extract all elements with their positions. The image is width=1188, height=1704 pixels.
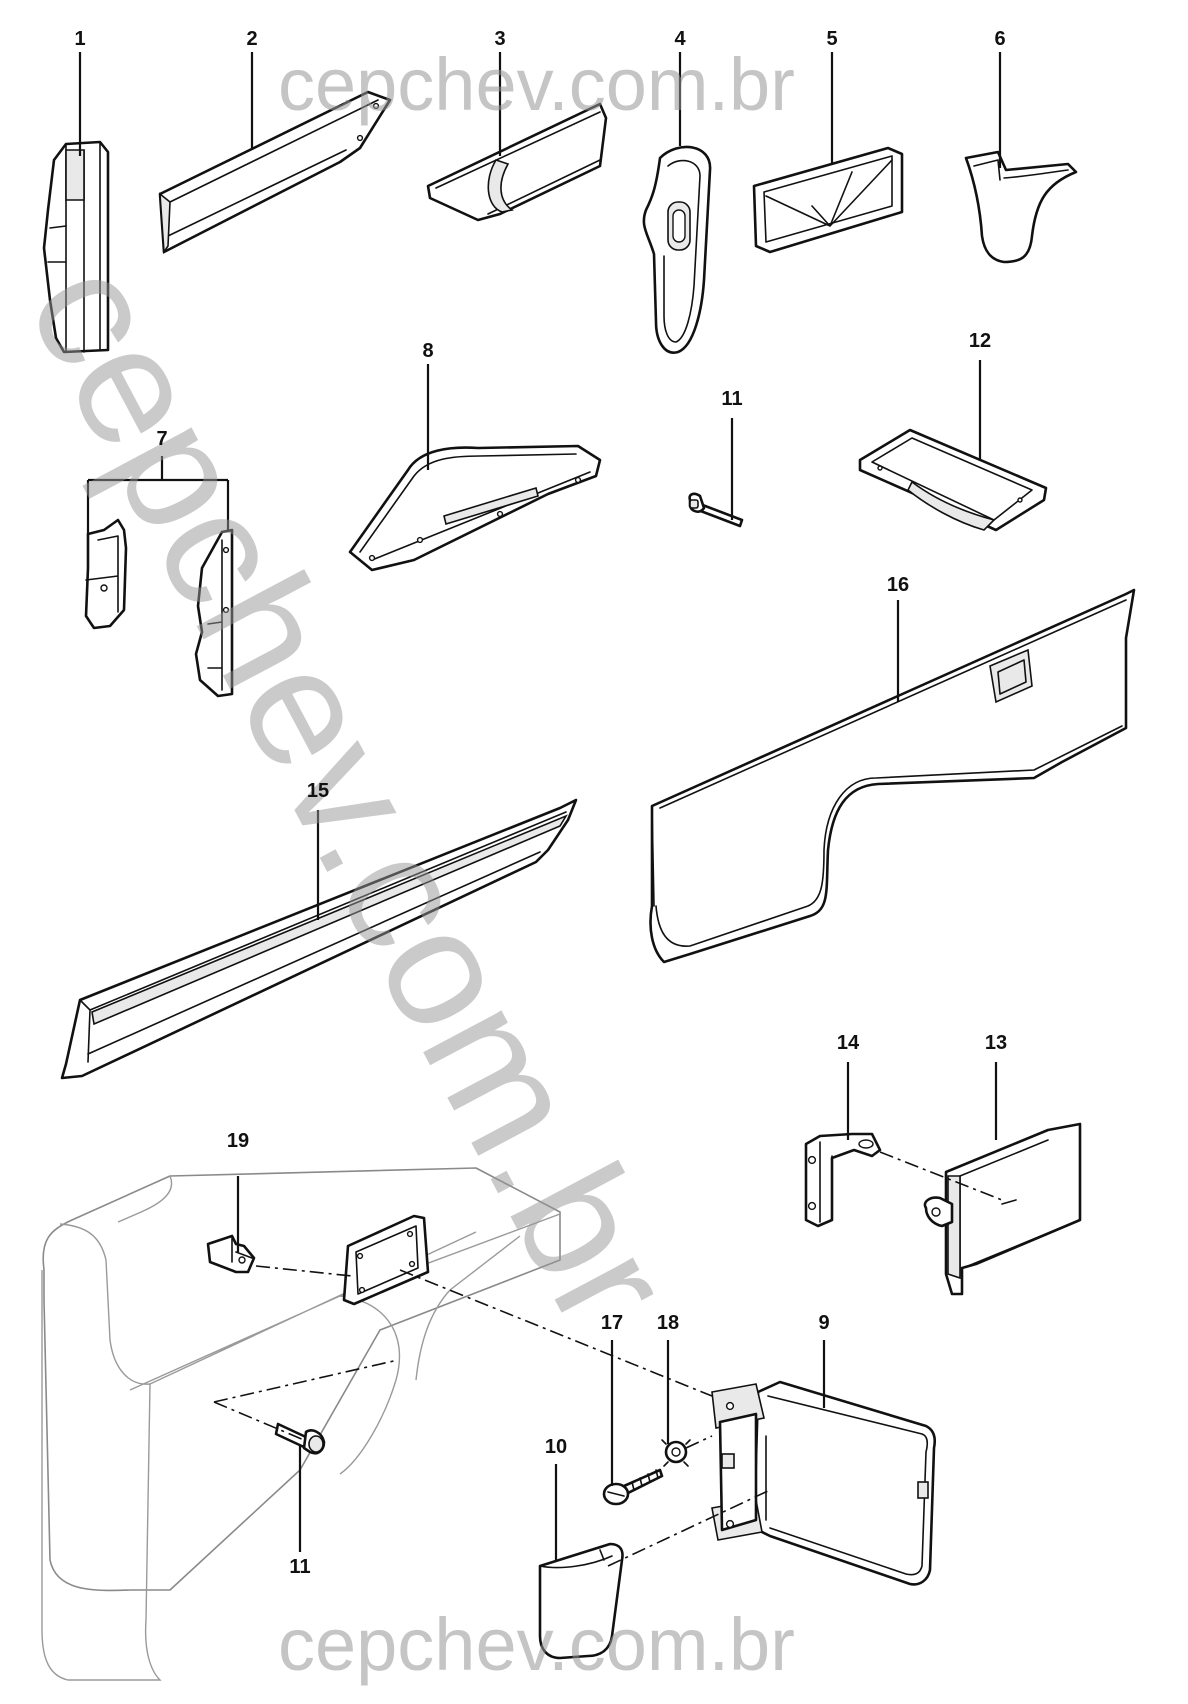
- callout-5: 5: [826, 28, 838, 50]
- part-5-frame: [752, 146, 904, 254]
- callout-6: 6: [994, 28, 1006, 50]
- callout-7: 7: [156, 428, 168, 450]
- assembly-line-bolt-b: [213, 1401, 305, 1441]
- part-11-bolt-top: [688, 492, 744, 528]
- part-3-reinforcement: [426, 102, 608, 222]
- part-16-bed-side: [649, 588, 1136, 964]
- callout-16: 16: [886, 574, 910, 596]
- part-15-rail: [60, 798, 578, 1080]
- watermark-bottom: cepchev.com.br: [278, 1603, 795, 1686]
- callout-8: 8: [422, 340, 434, 362]
- callout-10: 10: [544, 1436, 568, 1458]
- callout-12: 12: [968, 330, 992, 352]
- part-8-tray: [348, 444, 602, 572]
- callout-14: 14: [836, 1032, 860, 1054]
- part-18-washer: [661, 1439, 691, 1467]
- callout-9: 9: [818, 1312, 830, 1334]
- part-2-panel: [158, 90, 392, 255]
- part-6-scoop: [964, 150, 1078, 264]
- part-17-screw: [602, 1468, 664, 1506]
- callout-13: 13: [984, 1032, 1008, 1054]
- part-1-pillar: [42, 140, 110, 354]
- part-4-bracket: [642, 145, 712, 354]
- fuel-filler-opening: [342, 1214, 430, 1306]
- part-9-fuel-door: [711, 1380, 937, 1586]
- watermark-top: cepchev.com.br: [278, 43, 795, 126]
- callout-1: 1: [74, 28, 86, 50]
- callout-19: 19: [226, 1130, 250, 1152]
- assembly-line-19-to-opening: [255, 1265, 353, 1277]
- part-7-brackets: [84, 518, 234, 698]
- callout-15: 15: [306, 780, 330, 802]
- part-19-clip: [206, 1234, 256, 1274]
- callout-11-top: 11: [721, 388, 743, 410]
- callout-4: 4: [674, 28, 686, 50]
- part-13-rail-end: [923, 1122, 1082, 1296]
- part-10-bucket: [538, 1542, 624, 1660]
- callout-18: 18: [656, 1312, 680, 1334]
- callout-17: 17: [600, 1312, 624, 1334]
- callout-11-bottom: 11: [289, 1556, 311, 1578]
- assembly-line-10-to-9: [607, 1489, 771, 1567]
- part-14-hinge-bracket: [804, 1132, 882, 1228]
- part-11-bolt-bottom: [274, 1422, 326, 1455]
- callout-2: 2: [246, 28, 258, 50]
- part-12-pocket: [858, 428, 1048, 532]
- assembly-line-opening-to-door: [399, 1269, 713, 1397]
- assembly-line-bolt-a: [213, 1359, 399, 1403]
- assembly-line-18-to-9: [685, 1435, 713, 1449]
- callout-3: 3: [494, 28, 506, 50]
